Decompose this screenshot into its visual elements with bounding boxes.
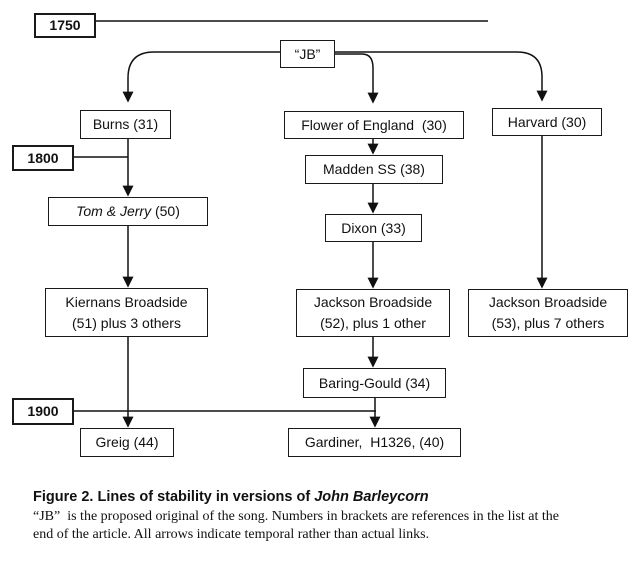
node-kiernans-broadside: Kiernans Broadside (51) plus 3 others <box>45 288 208 337</box>
node-dixon: Dixon (33) <box>325 214 422 242</box>
node-jackson-broadside-52: Jackson Broadside (52), plus 1 other <box>296 289 450 337</box>
node-jb: “JB” <box>280 40 335 68</box>
node-jackson-broadside-53: Jackson Broadside (53), plus 7 others <box>468 289 628 337</box>
node-tom-and-jerry-ref: (50) <box>151 203 180 219</box>
arrow-jb-to-flower <box>335 53 379 104</box>
node-burns: Burns (31) <box>80 110 171 139</box>
figure-caption-title-italic: John Barleycorn <box>314 489 429 505</box>
connector-lines <box>74 20 548 428</box>
figure-caption-body: “JB” is the proposed original of the son… <box>33 509 560 542</box>
node-greig: Greig (44) <box>80 428 174 457</box>
node-gardiner: Gardiner, H1326, (40) <box>288 428 461 457</box>
figure-caption-title: Figure 2. Lines of stability in versions… <box>33 488 629 506</box>
arrow-jb-to-burns <box>122 51 280 103</box>
node-baring-gould: Baring-Gould (34) <box>303 368 446 398</box>
figure-caption: Figure 2. Lines of stability in versions… <box>33 488 629 544</box>
node-flower-of-england: Flower of England (30) <box>284 111 464 139</box>
node-madden-ss: Madden SS (38) <box>305 155 443 184</box>
year-marker-1900: 1900 <box>12 398 74 425</box>
arrow-jb-to-harvard <box>335 51 548 102</box>
node-tom-and-jerry: Tom & Jerry (50) <box>48 197 208 226</box>
node-tom-and-jerry-title: Tom & Jerry <box>76 203 152 219</box>
year-marker-1750: 1750 <box>34 13 96 38</box>
year-marker-1800: 1800 <box>12 145 74 171</box>
figure-caption-title-text: Figure 2. Lines of stability in versions… <box>33 489 315 505</box>
node-harvard: Harvard (30) <box>492 108 602 136</box>
